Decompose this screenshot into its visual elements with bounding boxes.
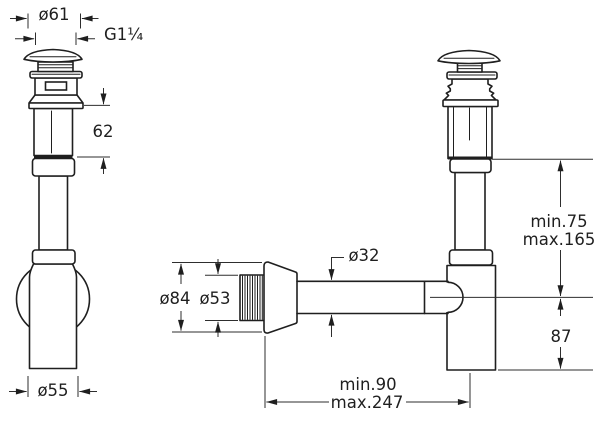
horizontal-max-label: max.247 [331, 393, 404, 412]
dim-waste-height: 62 [77, 88, 114, 174]
lower-tube [454, 171, 486, 251]
upper-tube [33, 107, 74, 157]
dim-vertical-range: min.75 max.165 [492, 158, 596, 297]
waste-body [34, 77, 78, 96]
dim-thread: G1¼ [15, 25, 143, 45]
cap-dome [23, 48, 83, 63]
vertical-min-label: min.75 [530, 212, 587, 231]
mounting-flange [28, 102, 84, 110]
lower-tube [38, 175, 69, 251]
pipe-diameter-label: ø32 [348, 246, 379, 265]
trap-nut [31, 249, 76, 265]
cap-stem [456, 62, 483, 73]
trap-nut [448, 249, 494, 266]
threaded-tube [239, 274, 266, 322]
wall-tube-diameter-label: ø53 [199, 289, 230, 308]
lock-nut [449, 158, 492, 174]
cap-stem [37, 61, 74, 73]
overflow-slot [44, 81, 68, 91]
body-profile [443, 78, 497, 101]
flange-diameter-label: ø84 [159, 289, 190, 308]
dim-horizontal-range: min.90 max.247 [264, 336, 471, 412]
thread-hatch [242, 275, 263, 320]
dim-trap-height: 87 [498, 298, 593, 371]
side-view [239, 49, 593, 371]
front-view [15, 48, 91, 370]
dim-cup-diameter: ø55 [9, 376, 97, 400]
wall-flange [263, 261, 298, 334]
cup-diameter-label: ø55 [37, 381, 68, 400]
dim-wall-tube-diameter: ø53 [199, 259, 238, 337]
thread-label: G1¼ [104, 25, 143, 44]
waste-height-label: 62 [93, 122, 114, 141]
dim-cap-diameter: ø61 [10, 5, 99, 29]
trap-cup [28, 263, 78, 370]
trap-height-label: 87 [551, 327, 572, 346]
bottle-trap-body [446, 264, 497, 371]
mounting-flange [442, 99, 499, 108]
horizontal-min-label: min.90 [339, 375, 396, 394]
cap-diameter-label: ø61 [38, 5, 69, 24]
dimensions: ø61 G1¼ 62 ø55 [9, 5, 595, 412]
dim-pipe-diameter: ø32 [328, 246, 380, 337]
vertical-max-label: max.165 [523, 230, 596, 249]
body-skirt [28, 94, 84, 104]
cap-dome [437, 49, 501, 65]
lock-nut [31, 157, 76, 177]
